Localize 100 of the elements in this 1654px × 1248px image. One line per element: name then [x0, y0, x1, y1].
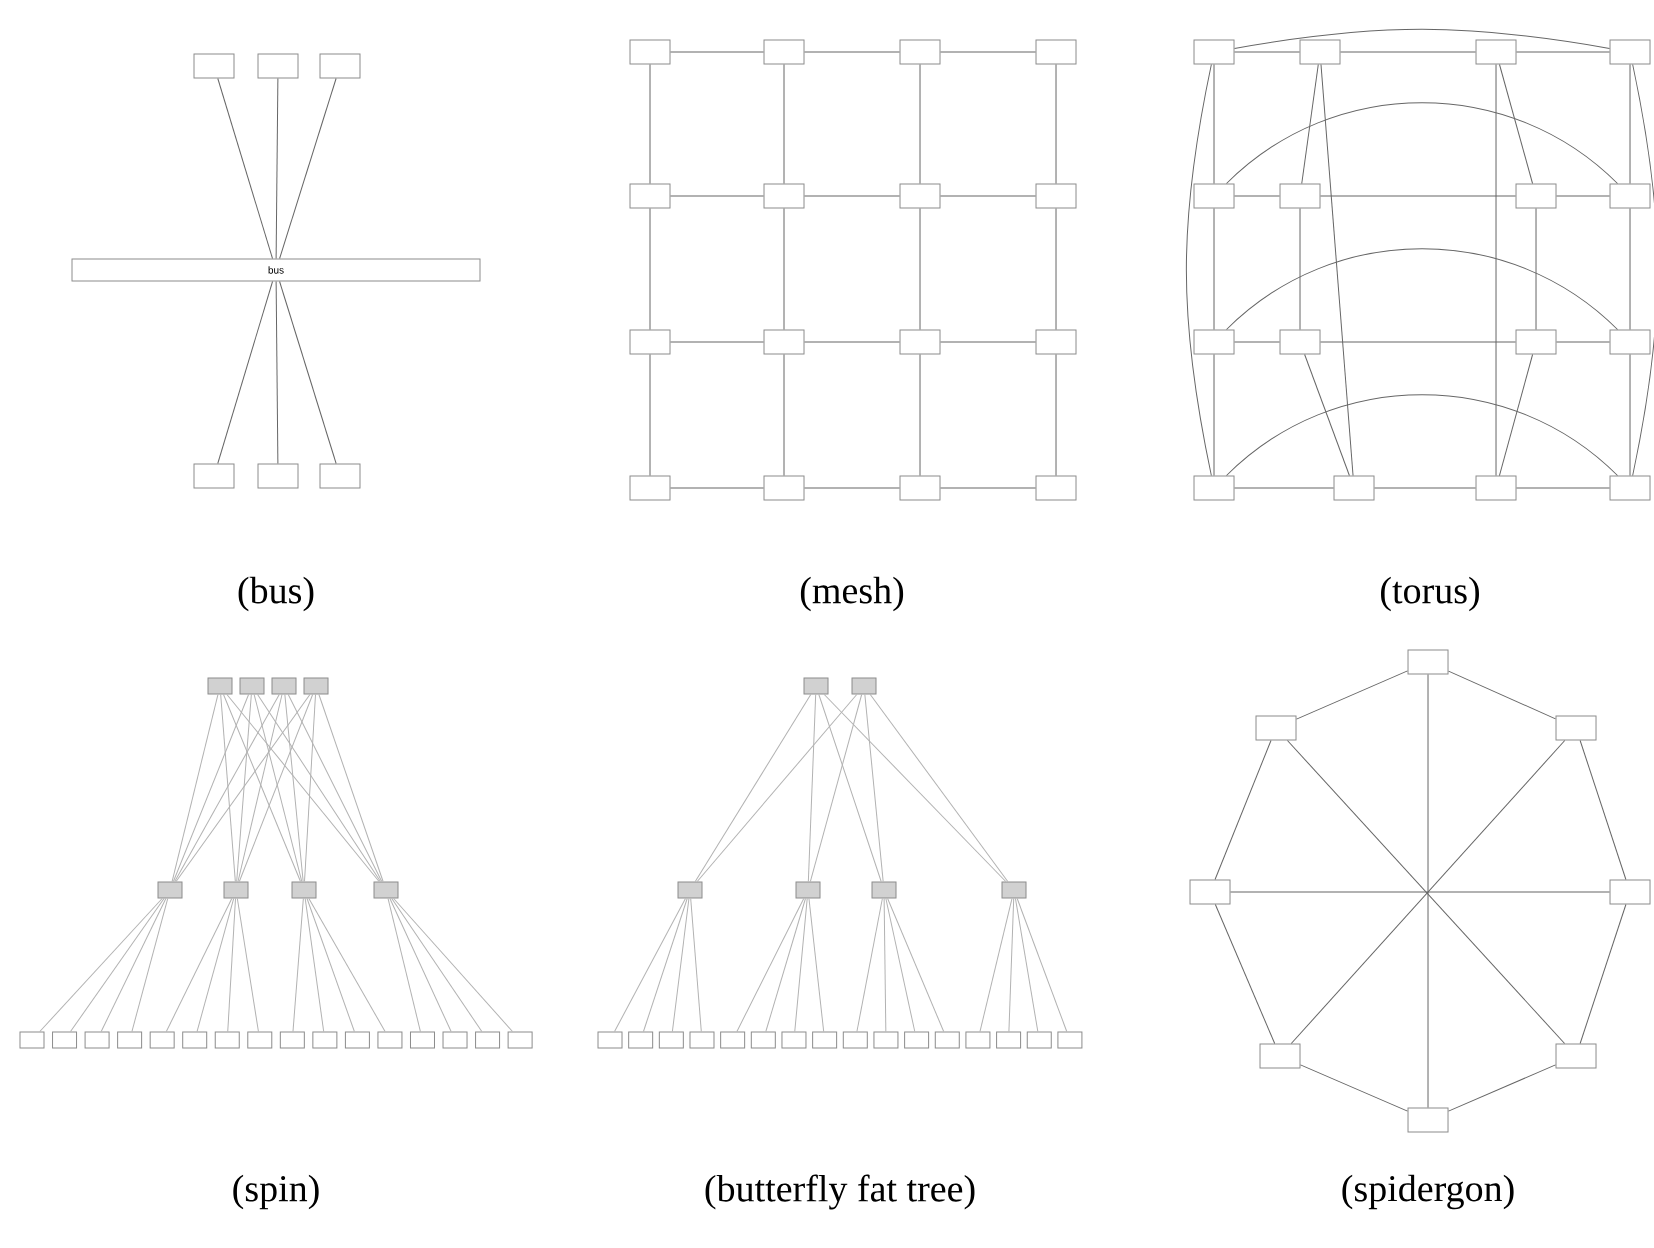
link-line	[172, 694, 250, 882]
link-line	[1226, 248, 1619, 330]
link-line	[1304, 354, 1350, 476]
link-line	[1213, 64, 1215, 184]
switch-box	[842, 1031, 868, 1049]
link-line	[1234, 341, 1280, 343]
link-line	[649, 64, 651, 184]
link-line	[883, 898, 887, 1032]
link-line	[1299, 208, 1301, 330]
router-box	[1193, 183, 1235, 209]
switch-box	[373, 881, 399, 899]
link-line	[940, 195, 1036, 197]
link-line	[642, 898, 688, 1032]
router-box	[1193, 475, 1235, 501]
router-box	[763, 329, 805, 355]
router-box	[319, 463, 361, 489]
router-box	[1555, 1043, 1597, 1069]
link-line	[1579, 740, 1627, 880]
link-line	[304, 898, 325, 1032]
link-line	[783, 208, 785, 330]
link-line	[1055, 354, 1057, 476]
link-line	[804, 487, 900, 489]
switch-box	[442, 1031, 468, 1049]
router-box	[1609, 329, 1651, 355]
link-line	[387, 898, 421, 1032]
switch-box	[677, 881, 703, 899]
switch-box	[1001, 881, 1027, 899]
router-box	[1035, 329, 1077, 355]
router-box	[1259, 1043, 1301, 1069]
link-line	[391, 898, 483, 1032]
link-line	[1320, 341, 1516, 343]
link-line	[1499, 64, 1534, 184]
link-line	[670, 487, 764, 489]
link-line	[1185, 64, 1212, 476]
switch-box	[873, 1031, 899, 1049]
link-line	[39, 898, 163, 1032]
link-line	[1535, 208, 1537, 330]
switch-box	[689, 1031, 715, 1049]
link-line	[979, 898, 1013, 1032]
switch-box	[344, 1031, 370, 1049]
link-line	[670, 195, 764, 197]
switch-box	[628, 1031, 654, 1049]
link-line	[389, 898, 452, 1032]
link-line	[940, 51, 1036, 53]
switch-box	[1057, 1031, 1083, 1049]
caption: (bus)	[238, 576, 314, 612]
switch-box	[781, 1031, 807, 1049]
link-line	[807, 694, 817, 882]
router-box	[1555, 715, 1597, 741]
switch-box	[934, 1031, 960, 1049]
link-line	[670, 341, 764, 343]
caption: (torus)	[1381, 576, 1479, 612]
caption: (spidergon)	[1342, 1174, 1514, 1210]
link-line	[1234, 487, 1334, 489]
switch-box	[904, 1031, 930, 1049]
switch-box	[720, 1031, 746, 1049]
switch-box	[1026, 1031, 1052, 1049]
link-line	[919, 64, 921, 184]
switch-box	[207, 677, 233, 695]
link-line	[736, 898, 805, 1032]
link-line	[217, 78, 273, 259]
router-box	[193, 53, 235, 79]
switch-box	[247, 1031, 273, 1049]
link-line	[804, 195, 900, 197]
link-line	[100, 898, 167, 1032]
link-line	[275, 281, 279, 464]
link-line	[257, 694, 381, 882]
link-line	[1448, 670, 1556, 720]
caption: (mesh)	[800, 576, 904, 612]
switch-box	[410, 1031, 435, 1049]
router-box	[1299, 39, 1341, 65]
switch-box	[851, 677, 877, 695]
link-line	[253, 694, 303, 882]
link-line	[869, 694, 1009, 882]
switch-box	[239, 677, 265, 695]
router-box	[257, 53, 299, 79]
link-line	[1448, 1064, 1556, 1112]
link-line	[308, 898, 386, 1032]
link-line	[1556, 195, 1610, 197]
link-line	[1016, 898, 1068, 1032]
link-line	[223, 694, 301, 882]
link-line	[1579, 904, 1627, 1044]
router-box	[319, 53, 361, 79]
link-line	[804, 341, 900, 343]
router-box	[1475, 475, 1517, 501]
link-line	[279, 281, 337, 464]
router-box	[629, 39, 671, 65]
link-line	[885, 898, 916, 1032]
link-line	[174, 694, 280, 882]
switch-box	[19, 1031, 45, 1049]
link-line	[1214, 904, 1276, 1044]
router-box	[1035, 475, 1077, 501]
router-box	[1515, 183, 1557, 209]
router-box	[1193, 329, 1235, 355]
link-line	[919, 208, 921, 330]
router-box	[1255, 715, 1297, 741]
router-box	[629, 475, 671, 501]
link-line	[919, 354, 921, 476]
switch-box	[507, 1031, 533, 1049]
link-line	[1213, 354, 1215, 476]
